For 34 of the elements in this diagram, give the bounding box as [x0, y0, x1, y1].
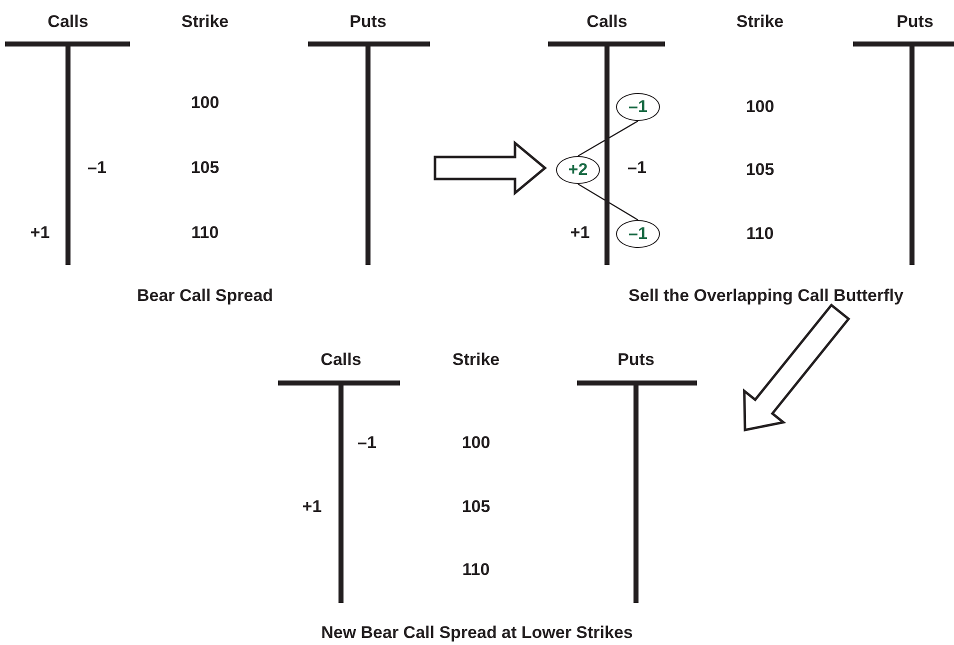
column-header: Calls — [320, 350, 362, 370]
column-header: Puts — [618, 350, 654, 370]
column-header: Puts — [896, 12, 934, 32]
panel-caption: Bear Call Spread — [136, 286, 274, 306]
position-quantity: +1 — [30, 223, 50, 243]
strike-price: 100 — [190, 93, 220, 113]
column-header: Puts — [350, 12, 386, 32]
position-quantity: –1 — [358, 433, 376, 453]
strike-price: 110 — [191, 223, 219, 243]
quantity-oval: –1 — [616, 220, 660, 248]
panel-caption: Sell the Overlapping Call Butterfly — [628, 286, 904, 306]
position-quantity: +1 — [302, 497, 322, 517]
strike-price: 110 — [746, 224, 774, 244]
quantity-oval: +2 — [556, 156, 600, 184]
column-header: Strike — [452, 350, 500, 370]
panel-caption: New Bear Call Spread at Lower Strikes — [321, 623, 633, 643]
strike-price: 105 — [190, 158, 220, 178]
quantity-oval: –1 — [616, 93, 660, 121]
strike-price: 105 — [462, 497, 490, 517]
strike-price: 110 — [462, 560, 490, 580]
column-header: Strike — [736, 12, 784, 32]
position-quantity: –1 — [628, 158, 646, 178]
strike-price: 100 — [462, 433, 490, 453]
block-arrow — [434, 140, 547, 196]
strike-price: 105 — [746, 160, 774, 180]
column-header: Calls — [48, 12, 88, 32]
block-arrow — [743, 303, 850, 432]
position-quantity: –1 — [88, 158, 106, 178]
position-quantity: +1 — [570, 223, 590, 243]
strike-price: 100 — [746, 97, 774, 117]
connector-line — [578, 183, 638, 221]
column-header: Strike — [181, 12, 229, 32]
column-header: Calls — [586, 12, 628, 32]
connector-line — [578, 120, 638, 157]
